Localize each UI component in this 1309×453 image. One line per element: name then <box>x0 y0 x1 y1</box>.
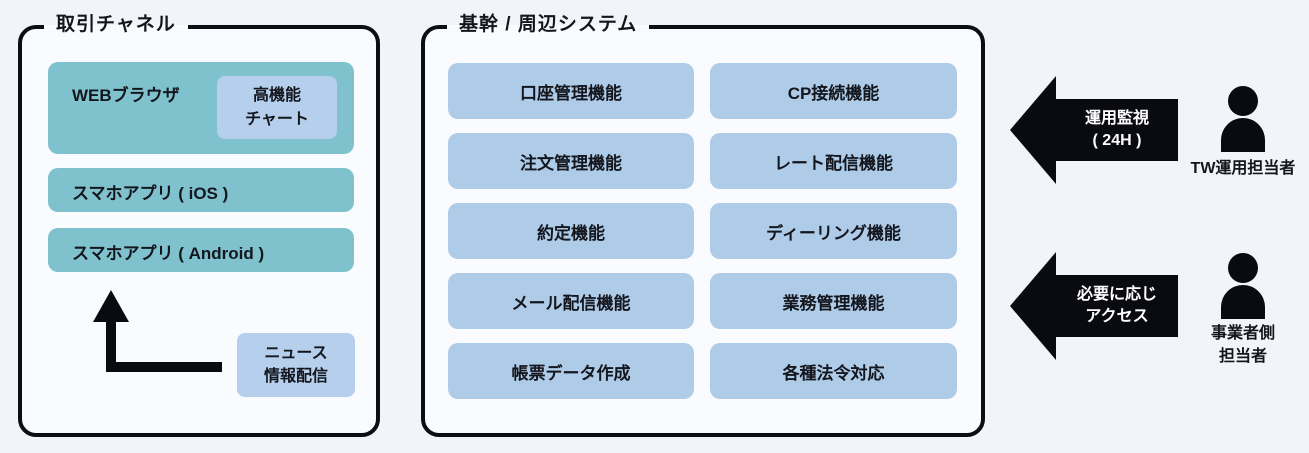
person-icon-business-staff <box>1220 253 1266 319</box>
channels-panel-title: 取引チャネル <box>44 10 188 40</box>
function-box-cp-connection: CP接続機能 <box>710 63 957 119</box>
functions-grid: 口座管理機能 CP接続機能 注文管理機能 レート配信機能 約定機能 ディーリング… <box>448 63 957 399</box>
channels-panel: 取引チャネル WEBブラウザ 高機能 チャート スマホアプリ ( iOS ) ス… <box>18 10 380 437</box>
monitoring-arrow-label: 運用監視 ( 24H ) <box>1056 99 1178 161</box>
function-box-order-mgmt: 注文管理機能 <box>448 133 694 189</box>
left-arrow-icon <box>1010 76 1056 184</box>
function-box-legal-compliance: 各種法令対応 <box>710 343 957 399</box>
up-arrow-icon <box>93 290 222 372</box>
advanced-chart-badge: 高機能 チャート <box>217 76 337 139</box>
tw-operator-name: TW運用担当者 <box>1190 160 1296 177</box>
smartphone-app-android-box: スマホアプリ ( Android ) <box>48 228 354 272</box>
left-arrow-icon <box>1010 252 1056 360</box>
person-head-icon <box>1228 253 1258 283</box>
smartphone-app-ios-label: スマホアプリ ( iOS ) <box>72 184 229 203</box>
smartphone-app-android-label: スマホアプリ ( Android ) <box>72 244 265 263</box>
core-systems-panel: 基幹 / 周辺システム 口座管理機能 CP接続機能 注文管理機能 レート配信機能… <box>421 10 985 437</box>
function-box-execution: 約定機能 <box>448 203 694 259</box>
function-box-report-data: 帳票データ作成 <box>448 343 694 399</box>
person-body-icon <box>1221 118 1265 152</box>
function-box-account-mgmt: 口座管理機能 <box>448 63 694 119</box>
monitoring-arrow: 運用監視 ( 24H ) <box>1010 76 1178 184</box>
business-staff-name: 事業者側 担当者 <box>1210 325 1275 366</box>
function-box-rate-feed: レート配信機能 <box>710 133 957 189</box>
news-feed-badge: ニュース 情報配信 <box>237 333 355 397</box>
person-body-icon <box>1221 285 1265 319</box>
core-systems-panel-title: 基幹 / 周辺システム <box>447 10 650 40</box>
function-box-dealing: ディーリング機能 <box>710 203 957 259</box>
function-box-mail-delivery: メール配信機能 <box>448 273 694 329</box>
access-arrow: 必要に応じ アクセス <box>1010 252 1178 360</box>
web-browser-label: WEBブラウザ <box>72 86 180 105</box>
smartphone-app-ios-box: スマホアプリ ( iOS ) <box>48 168 354 212</box>
access-arrow-label: 必要に応じ アクセス <box>1056 275 1178 337</box>
person-icon-tw-operator <box>1220 86 1266 152</box>
function-box-business-mgmt: 業務管理機能 <box>710 273 957 329</box>
person-head-icon <box>1228 86 1258 116</box>
